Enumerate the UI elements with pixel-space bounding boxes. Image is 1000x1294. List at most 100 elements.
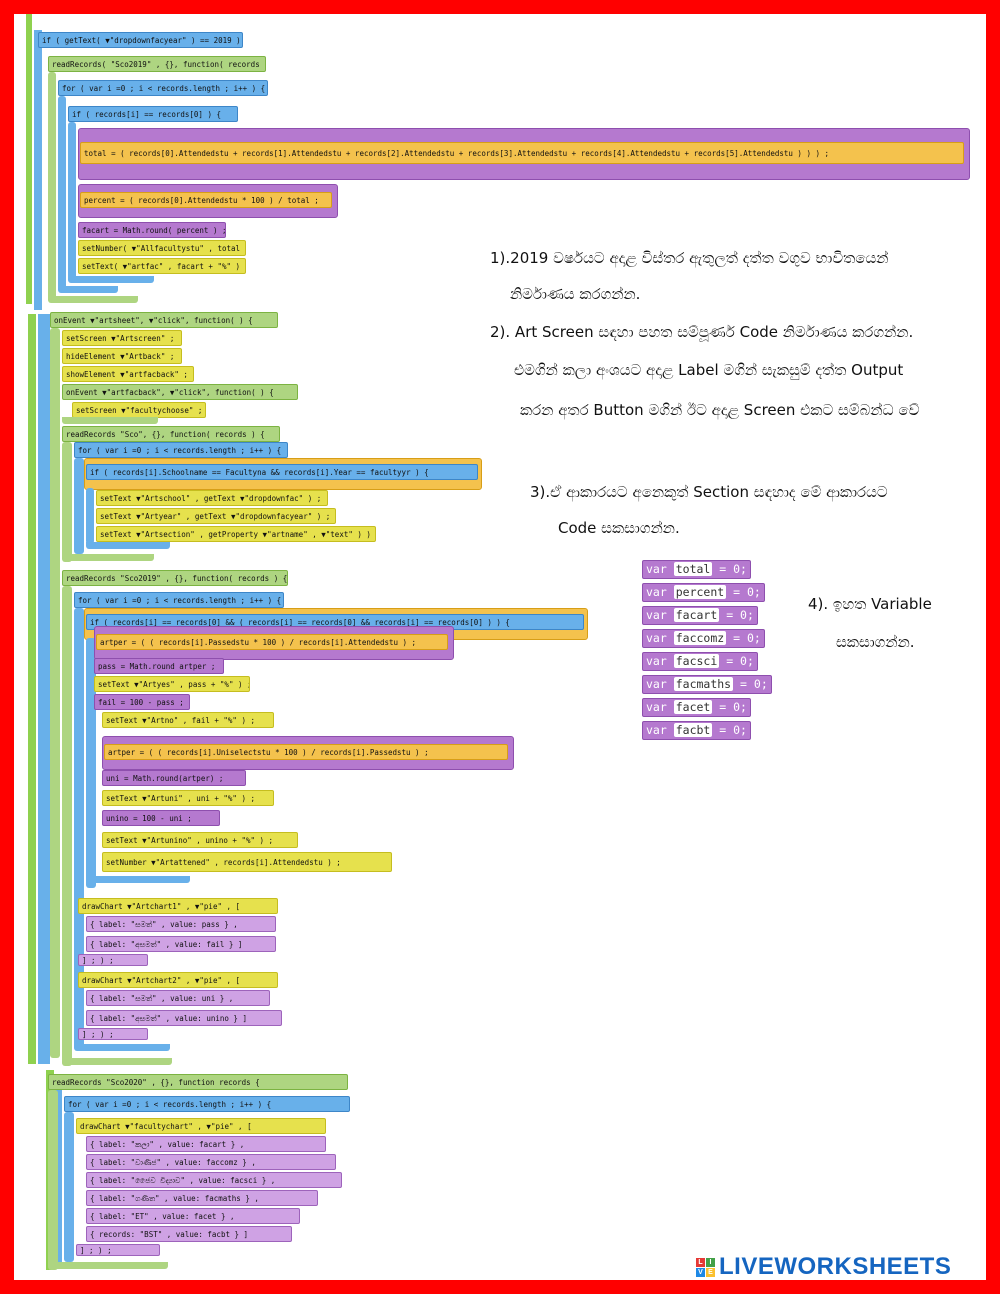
rail-lower-blue <box>38 314 50 1064</box>
pass-block[interactable]: pass = Math.round artper ; <box>94 658 224 674</box>
uni-block[interactable]: uni = Math.round(artper) ; <box>102 770 246 786</box>
artper-2-block[interactable]: artper = ( ( records[i].Uniselectstu * 1… <box>104 744 508 760</box>
chart2-item-fail[interactable]: { label: "අසමත්" , value: unino } ] <box>86 1010 282 1026</box>
if-year-block[interactable]: if ( getText( ▼"dropdownfacyear" ) == 20… <box>38 32 243 48</box>
var-row[interactable]: var total = 0; <box>642 558 792 581</box>
var-row[interactable]: var facsci = 0; <box>642 650 792 673</box>
var-row[interactable]: var facmaths = 0; <box>642 673 792 696</box>
drawchart-artchart2-block[interactable]: drawChart ▼"Artchart2" , ▼"pie" , [ <box>78 972 278 988</box>
onevent-artsheet-block[interactable]: onEvent ▼"artsheet", ▼"click", function(… <box>50 312 278 328</box>
rail-lower-green <box>28 314 36 1064</box>
hide-artback-block[interactable]: hideElement ▼"Artback" ; <box>62 348 182 364</box>
logo-letter: V <box>696 1267 705 1277</box>
show-artfacback-block[interactable]: showElement ▼"artfacback" ; <box>62 366 194 382</box>
logo-letter: E <box>706 1267 715 1277</box>
question-1-line-2: නිර්මාණය කරගන්න. <box>510 285 641 303</box>
for-loop-block[interactable]: for ( var i =0 ; i < records.length ; i+… <box>58 80 268 96</box>
read-sco2020-closer <box>48 1262 168 1269</box>
if-triple-closer <box>86 876 190 883</box>
question-3-line-2: Code සකසාගන්න. <box>558 519 680 537</box>
if-school-block[interactable]: if ( records[i].Schoolname == Facultyna … <box>86 464 478 480</box>
faculty-item-art[interactable]: { label: "කලා" , value: facart } , <box>86 1136 326 1152</box>
for-loop-2-body <box>74 458 84 554</box>
read-sco2019-block[interactable]: readRecords( "Sco2019" , {}, function( r… <box>48 56 266 72</box>
faculty-item-maths[interactable]: { label: "ගණිත" , value: facmaths } , <box>86 1190 318 1206</box>
onevent-artfacback-block[interactable]: onEvent ▼"artfacback", ▼"click", functio… <box>62 384 298 400</box>
read-sco2019-closer <box>48 296 138 303</box>
var-row[interactable]: var facart = 0; <box>642 604 792 627</box>
for-loop-3-body <box>74 608 84 1048</box>
if-triple-body <box>86 638 96 888</box>
faculty-item-commerce[interactable]: { label: "වාණිජ" , value: faccomz } , <box>86 1154 336 1170</box>
settext-artyes-block[interactable]: setText ▼"Artyes" , pass + "%" ) ; <box>94 676 250 692</box>
facart-block[interactable]: facart = Math.round( percent ) ; <box>78 222 226 238</box>
question-2-line-1: 2). Art Screen සඳහා පහත සම්පූර්ණ Code නි… <box>490 323 914 341</box>
for-loop-2-block[interactable]: for ( var i =0 ; i < records.length ; i+… <box>74 442 288 458</box>
read-sco-body <box>62 442 72 562</box>
var-row[interactable]: var facet = 0; <box>642 696 792 719</box>
settext-artno-block[interactable]: setText ▼"Artno" , fail + "%" ) ; <box>102 712 274 728</box>
rail-outer-blue <box>34 30 42 310</box>
faculty-item-et[interactable]: { label: "ET" , value: facet } , <box>86 1208 300 1224</box>
settext-artyear-block[interactable]: setText ▼"Artyear" , getText ▼"dropdownf… <box>96 508 336 524</box>
question-2-line-3: කරන අතර Button මගින් ඊට අදාළ Screen එකට … <box>520 401 920 419</box>
artper-1-block[interactable]: artper = ( ( records[i].Passedstu * 100 … <box>96 634 448 650</box>
setscreen-artscreen-block[interactable]: setScreen ▼"Artscreen" ; <box>62 330 182 346</box>
for-loop-body <box>58 96 66 291</box>
settext-artunino-block[interactable]: setText ▼"Artunino" , unino + "%" ) ; <box>102 832 298 848</box>
faculty-item-bio[interactable]: { label: "ජෛව විද්‍යාව" , value: facsci … <box>86 1172 342 1188</box>
chart1-item-fail[interactable]: { label: "අසමත්" , value: fail } ] <box>86 936 276 952</box>
setnumber-artattened-block[interactable]: setNumber ▼"Artattened" , records[i].Att… <box>102 852 392 872</box>
logo-letter: L <box>696 1257 705 1267</box>
chart1-closer: ] ; ) ; <box>78 954 148 966</box>
onevent-artfacback-closer <box>62 417 158 424</box>
read-sco2019-body <box>48 72 56 302</box>
var-row[interactable]: var facbt = 0; <box>642 719 792 742</box>
drawchart-artchart1-block[interactable]: drawChart ▼"Artchart1" , ▼"pie" , [ <box>78 898 278 914</box>
read-sco2019-b-body <box>62 586 72 1066</box>
drawchart-facultychart-block[interactable]: drawChart ▼"facultychart" , ▼"pie" , [ <box>76 1118 326 1134</box>
question-4-line-1: 4). ඉහත Variable <box>808 595 932 613</box>
faculty-item-bst[interactable]: { records: "BST" , value: facbt } ] <box>86 1226 292 1242</box>
percent-expression[interactable]: percent = ( records[0].Attendedstu * 100… <box>80 192 332 208</box>
if-records-body <box>68 122 76 282</box>
liveworksheets-logo: L I V E LIVEWORKSHEETS <box>696 1253 951 1280</box>
if-school-body <box>86 488 94 544</box>
settext-artsection-block[interactable]: setText ▼"Artsection" , getProperty ▼"ar… <box>96 526 376 542</box>
setscreen-facultychoose-block[interactable]: setScreen ▼"facultychoose" ; <box>72 402 206 418</box>
read-sco2020-block[interactable]: readRecords "Sco2020" , {}, function rec… <box>48 1074 348 1090</box>
settext-artuni-block[interactable]: setText ▼"Artuni" , uni + "%" ) ; <box>102 790 274 806</box>
question-2-line-2: එමගින් කලා අංශයට අදාළ Label මගින් සැකසුම… <box>514 361 904 379</box>
rail-outer-green <box>26 14 32 304</box>
question-1-line-1: 1).2019 වර්ෂයට අදාළ විස්තර ඇතුලත් දත්ත ව… <box>490 249 889 267</box>
for-loop-4-block[interactable]: for ( var i =0 ; i < records.length ; i+… <box>64 1096 350 1112</box>
read-sco2019-b-block[interactable]: readRecords "Sco2019" , {}, function( re… <box>62 570 288 586</box>
read-sco-block[interactable]: readRecords "Sco", {}, function( records… <box>62 426 280 442</box>
fail-block[interactable]: fail = 100 - pass ; <box>94 694 190 710</box>
for-loop-closer <box>58 286 118 293</box>
settext-artfac-block[interactable]: setText( ▼"artfac" , facart + "%" ) ; <box>78 258 246 274</box>
var-row[interactable]: var percent = 0; <box>642 581 792 604</box>
settext-artschool-block[interactable]: setText ▼"Artschool" , getText ▼"dropdow… <box>96 490 328 506</box>
setnumber-allfaculty-block[interactable]: setNumber( ▼"Allfacultystu" , total ) ; <box>78 240 246 256</box>
unino-block[interactable]: unino = 100 - uni ; <box>102 810 220 826</box>
chart2-item-pass[interactable]: { label: "සමත්" , value: uni } , <box>86 990 270 1006</box>
for-loop-4-body <box>64 1112 74 1262</box>
var-row[interactable]: var faccomz = 0; <box>642 627 792 650</box>
if-records-closer <box>68 276 154 283</box>
if-records-block[interactable]: if ( records[i] == records[0] ) { <box>68 106 238 122</box>
faculty-closer: ] ; ) ; <box>76 1244 160 1256</box>
read-sco2020-body <box>48 1090 58 1270</box>
chart2-closer: ] ; ) ; <box>78 1028 148 1040</box>
question-3-line-1: 3).ඒ ආකාරයට අනෙකුත් Section සඳහාද මේ ආකා… <box>530 483 888 501</box>
onevent-artsheet-body <box>50 328 60 1058</box>
chart1-item-pass[interactable]: { label: "සමත්" , value: pass } , <box>86 916 276 932</box>
read-sco-closer <box>62 554 154 561</box>
question-4-line-2: සකසාගන්න. <box>836 633 915 651</box>
worksheet-page: if ( getText( ▼"dropdownfacyear" ) == 20… <box>14 14 986 1280</box>
for-loop-3-block[interactable]: for ( var i =0 ; i < records.length ; i+… <box>74 592 284 608</box>
live-badge-icon: L I V E <box>696 1257 715 1277</box>
total-expression[interactable]: total = ( records[0].Attendedstu + recor… <box>80 142 964 164</box>
for-loop-3-closer <box>74 1044 170 1051</box>
variable-declarations: var total = 0; var percent = 0; var faca… <box>642 558 792 742</box>
